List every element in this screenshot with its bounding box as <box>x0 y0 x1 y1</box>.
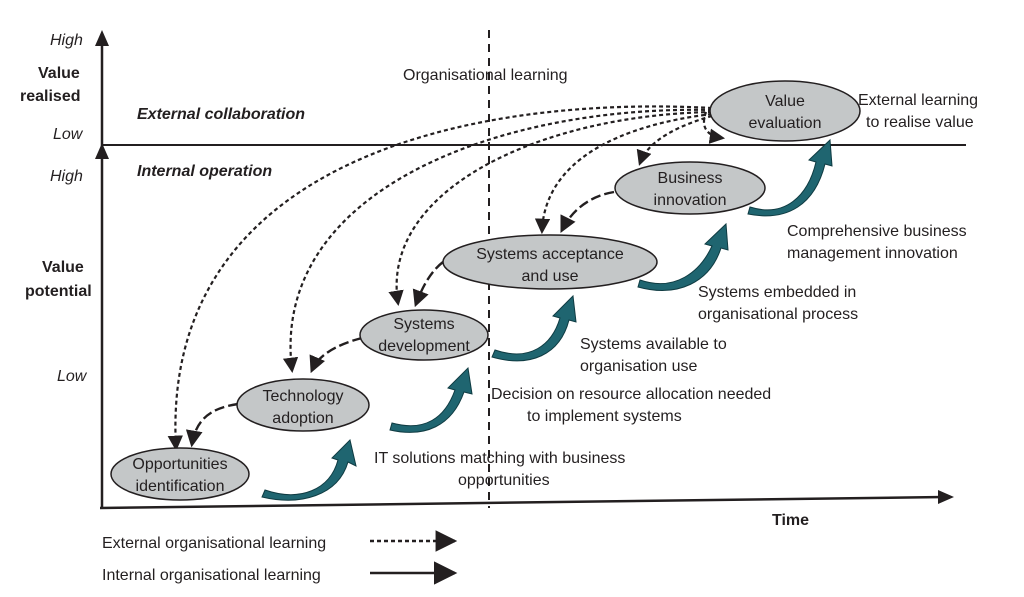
annotation-systems-available-line1: Systems available to <box>580 336 727 353</box>
annotation-external-learning-line2: to realise value <box>866 114 974 131</box>
y-bottom-low-label: Low <box>57 368 88 385</box>
internal-arrow-accept-to-sysdev <box>412 261 444 308</box>
annotation-systems-embedded-line2: organisational process <box>698 306 858 323</box>
legend-internal-label: Internal organisational learning <box>102 567 321 584</box>
dashed-arrow-to-technology <box>282 108 713 374</box>
y-top-low-label: Low <box>53 126 84 143</box>
node-business-shape <box>614 161 766 215</box>
annotations: IT solutions matching with business oppo… <box>374 92 978 489</box>
y-axis-mid-arrowhead <box>95 143 109 159</box>
y-top-title-line2: realised <box>20 88 80 105</box>
node-systems-dev-line1: Systems <box>393 316 454 333</box>
node-value-shape <box>709 80 861 142</box>
node-opportunities-line2: identification <box>136 478 225 495</box>
legend: External organisational learning Interna… <box>102 530 458 585</box>
annotation-it-solutions-line1: IT solutions matching with business <box>374 450 625 467</box>
y-bottom-high-label: High <box>50 168 83 185</box>
legend-external-label: External organisational learning <box>102 535 326 552</box>
internal-arrow-tech-to-opp <box>185 402 239 448</box>
node-systems-accept-shape <box>442 234 658 290</box>
node-opportunities-identification: Opportunities identification <box>110 447 250 501</box>
node-value-line2: evaluation <box>749 115 822 132</box>
growth-arrow-3 <box>491 294 577 362</box>
dashed-arrow-to-opportunities <box>167 105 713 452</box>
node-value-evaluation: Value evaluation <box>709 80 861 142</box>
x-axis-line <box>99 495 945 510</box>
annotation-systems-embedded-line1: Systems embedded in <box>698 284 856 301</box>
annotation-it-solutions-line2: opportunities <box>458 472 550 489</box>
node-systems-dev-shape <box>359 309 489 361</box>
node-technology-adoption: Technology adoption <box>236 378 370 432</box>
y-top-high-label: High <box>50 32 83 49</box>
node-opportunities-line1: Opportunities <box>132 456 227 473</box>
dashed-arrow-to-systems-dev <box>388 110 713 307</box>
node-systems-acceptance: Systems acceptance and use <box>442 234 658 290</box>
node-systems-accept-line1: Systems acceptance <box>476 246 624 263</box>
node-business-line2: innovation <box>654 192 727 209</box>
growth-arrows <box>261 138 833 501</box>
y-axis-top-arrowhead <box>95 30 109 46</box>
annotation-systems-available-line2: organisation use <box>580 358 698 375</box>
growth-arrow-2 <box>389 366 473 433</box>
node-systems-accept-line2: and use <box>522 268 579 285</box>
internal-learning-arrows <box>185 190 615 448</box>
growth-arrow-1 <box>261 439 357 501</box>
internal-arrow-sysdev-to-tech <box>309 336 363 374</box>
annotation-comprehensive-line1: Comprehensive business <box>787 223 967 240</box>
node-systems-development: Systems development <box>359 309 489 361</box>
y-bottom-title-line2: potential <box>25 283 92 300</box>
external-collaboration-label: External collaboration <box>137 106 305 123</box>
annotation-decision-line1: Decision on resource allocation needed <box>491 386 771 403</box>
internal-arrow-business-to-accept <box>560 190 615 234</box>
dashed-arrow-to-systems-accept <box>534 112 713 235</box>
x-axis-title: Time <box>772 512 809 529</box>
internal-operation-label: Internal operation <box>137 163 272 180</box>
node-business-innovation: Business innovation <box>614 161 766 215</box>
node-opportunities-shape <box>110 447 250 501</box>
node-systems-dev-line2: development <box>378 338 470 355</box>
annotation-decision-line2: to implement systems <box>527 408 682 425</box>
x-axis-arrowhead <box>938 490 954 504</box>
annotation-external-learning-line1: External learning <box>858 92 978 109</box>
y-top-title-line1: Value <box>38 65 80 82</box>
organisational-learning-label: Organisational learning <box>403 67 568 84</box>
node-value-line1: Value <box>765 93 805 110</box>
node-technology-shape <box>236 378 370 432</box>
growth-arrow-5 <box>747 138 833 217</box>
growth-arrow-4 <box>637 222 729 291</box>
y-bottom-title-line1: Value <box>42 259 84 276</box>
external-learning-arrows <box>167 105 726 452</box>
annotation-comprehensive-line2: management innovation <box>787 245 958 262</box>
node-technology-line2: adoption <box>272 410 333 427</box>
node-technology-line1: Technology <box>263 388 344 405</box>
node-business-line1: Business <box>658 170 723 187</box>
dashed-arrow-to-business <box>636 114 713 166</box>
dashed-arrow-to-value-self <box>702 111 726 144</box>
